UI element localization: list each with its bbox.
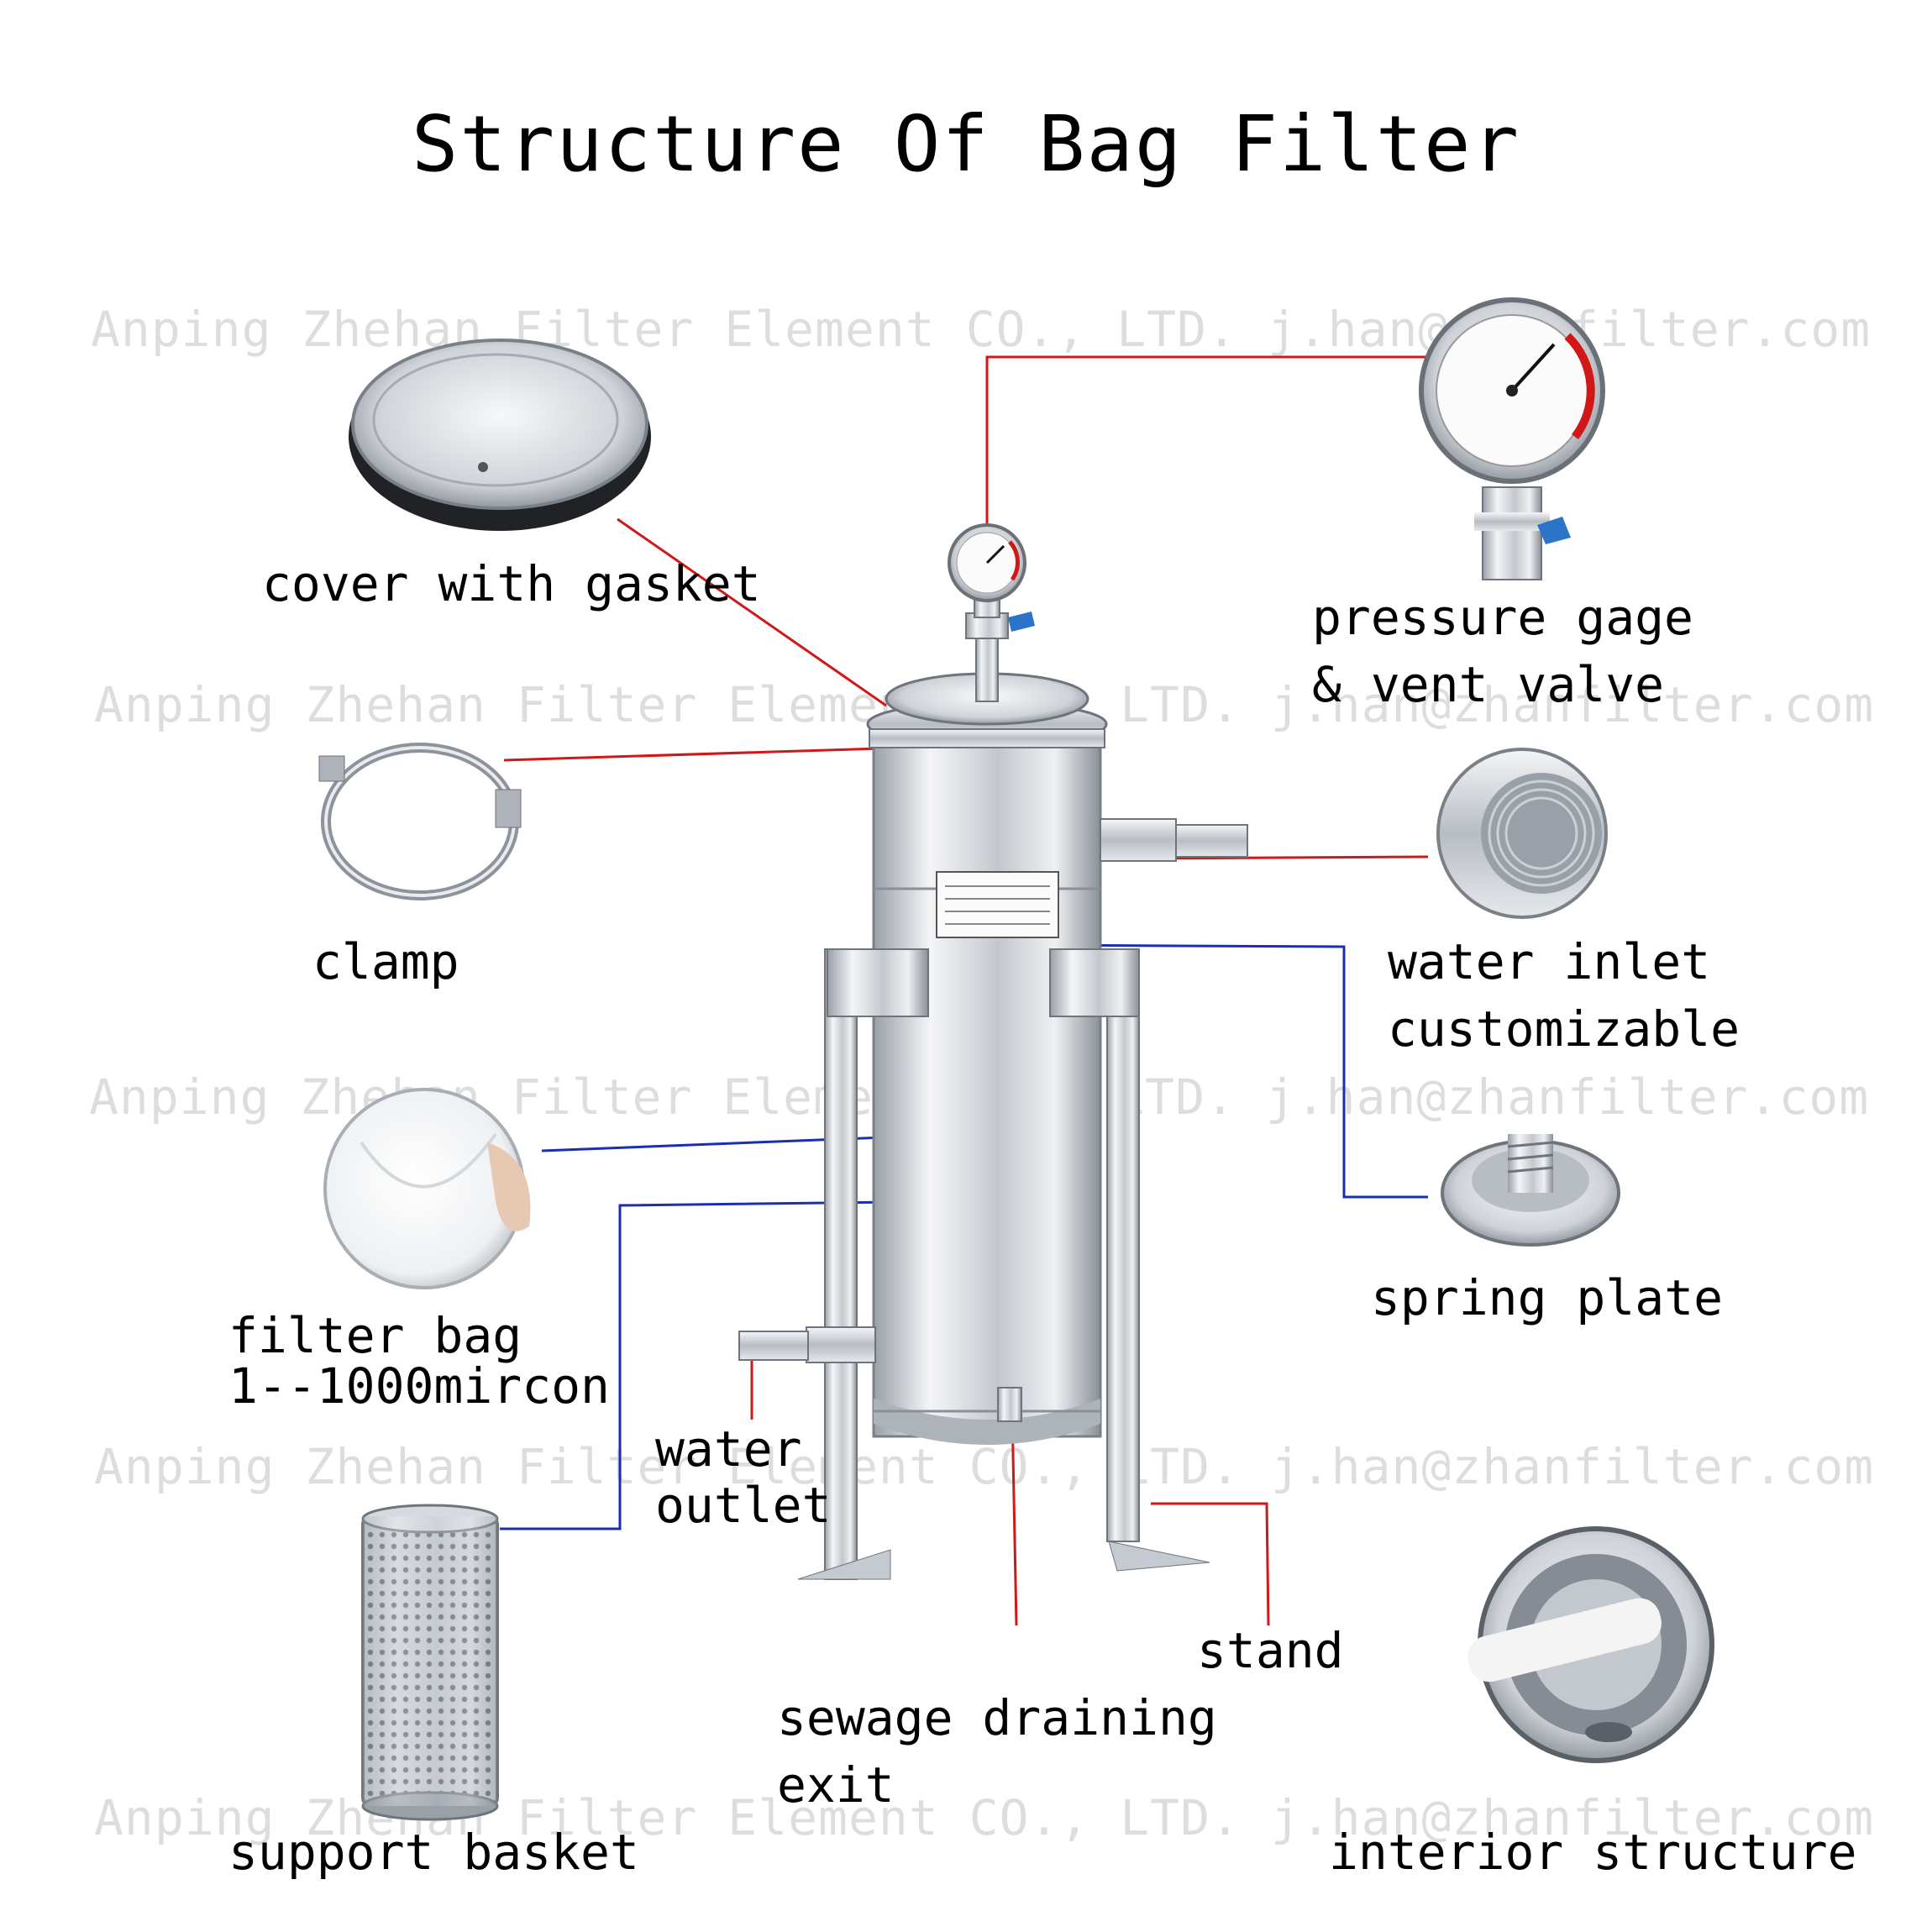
leader-inlet <box>1133 855 1429 860</box>
cover-image <box>349 339 651 531</box>
leader-cover <box>617 517 887 707</box>
filter-bag-image <box>323 1088 531 1289</box>
label-vent-valve: & vent valve <box>1312 656 1665 713</box>
leader-spring <box>1020 943 1428 1199</box>
label-micron-range: 1--1000mircon <box>228 1357 610 1415</box>
leader-stand <box>1151 1502 1270 1626</box>
leader-pressure <box>985 355 1445 525</box>
label-water: water <box>655 1420 802 1478</box>
pressure-gauge-image <box>1419 297 1605 580</box>
leader-sewage <box>1011 1410 1018 1626</box>
leader-basket <box>500 1200 963 1530</box>
leader-lines <box>500 355 1445 1626</box>
water-inlet-image <box>1436 748 1608 919</box>
label-water-inlet: water inlet <box>1388 933 1711 990</box>
label-cover-with-gasket: cover with gasket <box>262 555 761 612</box>
label-spring-plate: spring plate <box>1371 1269 1724 1326</box>
watermark: Anping Zhehan Filter Element CO., LTD. j… <box>94 1438 1875 1495</box>
label-sewage-draining: sewage draining <box>777 1689 1217 1746</box>
label-stand: stand <box>1197 1622 1344 1679</box>
bag-filter-housing-image <box>738 523 1248 1580</box>
interior-structure-image <box>1467 1526 1714 1763</box>
label-outlet: outlet <box>655 1477 832 1534</box>
label-clamp: clamp <box>312 933 459 990</box>
page-title: Structure Of Bag Filter <box>412 99 1520 189</box>
support-basket-image <box>361 1504 499 1821</box>
label-support-basket: support basket <box>228 1824 639 1881</box>
label-interior-structure: interior structure <box>1329 1824 1857 1881</box>
label-exit: exit <box>777 1756 895 1814</box>
leader-clamp <box>503 746 908 762</box>
label-filter-bag: filter bag <box>228 1307 522 1364</box>
label-customizable: customizable <box>1388 1000 1740 1058</box>
clamp-image <box>318 743 522 900</box>
spring-plate-image <box>1441 1134 1620 1247</box>
label-pressure-gage: pressure gage <box>1312 589 1693 646</box>
